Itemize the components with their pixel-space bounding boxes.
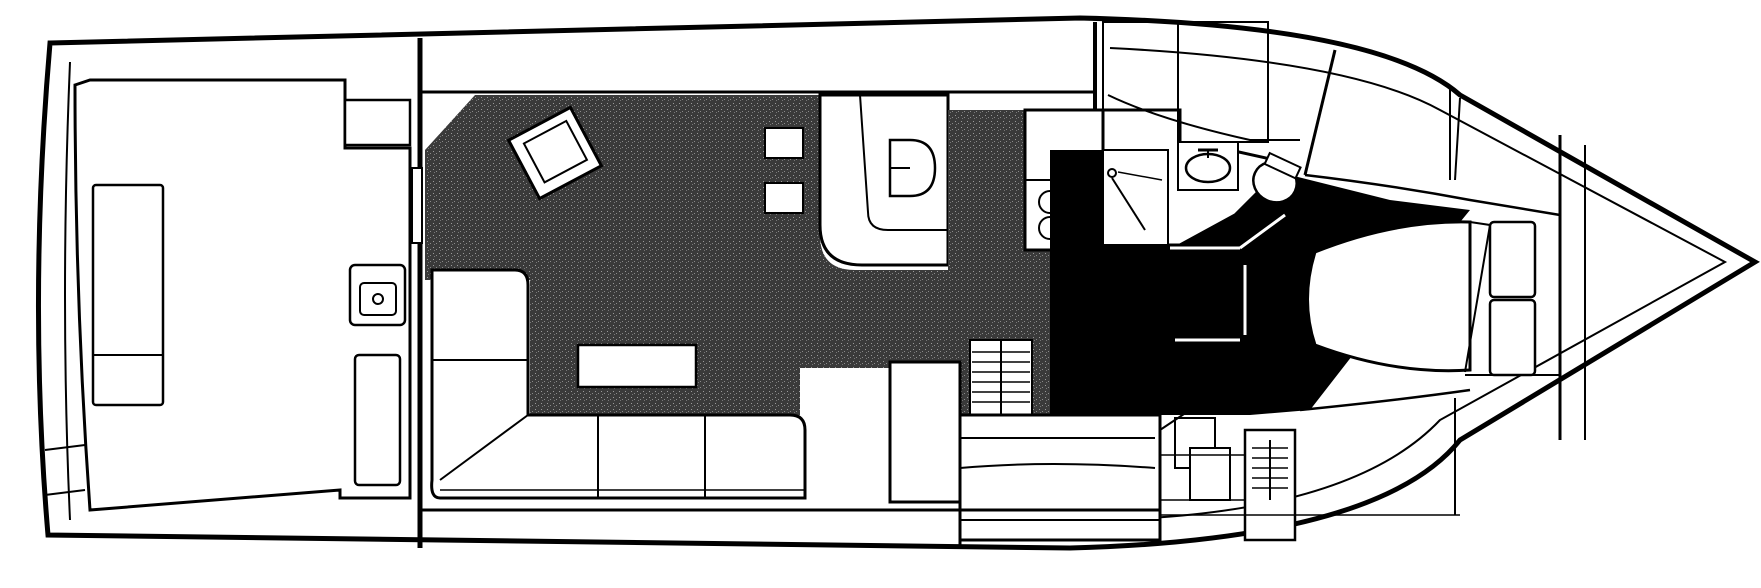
salon-sofa (430, 268, 807, 500)
salon-chair (506, 105, 604, 201)
guest-berths (958, 413, 1162, 542)
forward-ladder (1243, 428, 1297, 542)
cockpit-locker (353, 353, 402, 487)
shower (1102, 149, 1169, 246)
cockpit-hatch (91, 183, 165, 407)
salon-carpet (425, 95, 960, 500)
aft-cockpit (44, 78, 412, 512)
head (1101, 21, 1302, 247)
forward-stateroom (1299, 49, 1562, 515)
deck-inner-line (64, 61, 71, 521)
companionway-steps (969, 339, 1033, 416)
salon-table (576, 343, 698, 389)
bow-deck (1454, 97, 1586, 440)
island-berth (1306, 220, 1472, 373)
salon-stools (764, 127, 804, 159)
salon (420, 90, 1095, 500)
galley-sink (888, 138, 937, 198)
head-toilet (1252, 151, 1302, 204)
